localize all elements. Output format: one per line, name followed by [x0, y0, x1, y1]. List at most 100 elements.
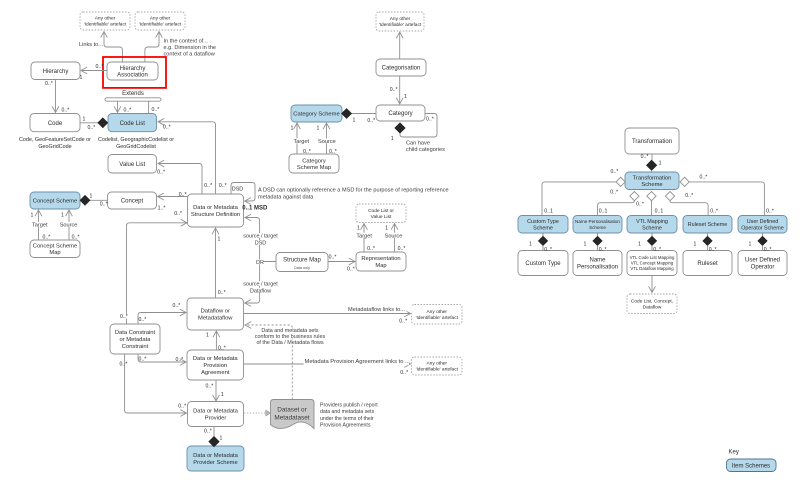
svg-text:0..*: 0..* [204, 183, 212, 189]
svg-text:Links to...: Links to... [79, 42, 103, 48]
svg-text:0..*: 0..* [178, 404, 186, 410]
svg-text:1: 1 [584, 242, 587, 248]
svg-text:Providers publish / report: Providers publish / report [320, 403, 378, 409]
svg-text:source / target: source / target [243, 234, 278, 240]
svg-text:Scheme: Scheme [641, 182, 662, 188]
svg-text:Target: Target [294, 139, 310, 145]
svg-text:0..*: 0..* [204, 429, 212, 435]
svg-text:Concept Scheme: Concept Scheme [33, 244, 77, 250]
svg-text:Structure Definition: Structure Definition [191, 212, 240, 218]
svg-text:Item Schemes: Item Schemes [732, 464, 770, 470]
svg-text:Map: Map [375, 263, 386, 269]
svg-text:1: 1 [220, 436, 223, 442]
svg-text:VTL Code List Mapping: VTL Code List Mapping [630, 255, 675, 260]
svg-text:Metadataset: Metadataset [274, 415, 309, 422]
svg-text:0..*: 0..* [347, 267, 355, 273]
svg-text:Constraint: Constraint [122, 344, 149, 350]
svg-text:Target: Target [32, 223, 48, 229]
svg-text:Value List: Value List [371, 214, 392, 220]
svg-text:1: 1 [31, 213, 34, 219]
svg-text:Ruleset: Ruleset [697, 261, 718, 267]
svg-text:0..*: 0..* [139, 357, 147, 363]
svg-text:Custom Type: Custom Type [525, 261, 561, 267]
svg-text:Data or Metadata: Data or Metadata [193, 453, 239, 459]
svg-text:User Defined: User Defined [745, 258, 780, 264]
svg-text:0..*: 0..* [100, 202, 108, 208]
svg-text:0..*: 0..* [219, 183, 227, 189]
svg-text:1: 1 [83, 117, 86, 123]
svg-text:GeoGridCode: GeoGridCode [38, 144, 71, 150]
svg-text:Scheme Map: Scheme Map [297, 165, 331, 171]
svg-text:Hierarchy: Hierarchy [120, 66, 146, 72]
svg-text:Metadataflow: Metadataflow [198, 316, 233, 322]
svg-text:Name: Name [589, 258, 606, 264]
svg-text:Ruleset Scheme: Ruleset Scheme [688, 222, 728, 228]
svg-text:0..*: 0..* [685, 193, 693, 199]
svg-text:0..*: 0..* [120, 314, 128, 320]
svg-text:Source: Source [385, 233, 403, 239]
svg-text:0..*: 0..* [152, 107, 160, 113]
svg-text:0..*: 0..* [303, 149, 311, 155]
svg-text:Data or Metadata: Data or Metadata [193, 356, 239, 362]
svg-text:Data and metadata sets: Data and metadata sets [261, 328, 319, 334]
svg-text:Any other: Any other [150, 16, 171, 22]
svg-text:VTL Concept Mapping: VTL Concept Mapping [631, 261, 674, 266]
svg-text:0..*: 0..* [96, 64, 104, 70]
svg-text:GeoGridCodelist: GeoGridCodelist [116, 144, 156, 150]
svg-text:VTL Mapping: VTL Mapping [636, 219, 668, 225]
svg-text:Any other: Any other [426, 361, 447, 367]
svg-text:Dataflow: Dataflow [643, 304, 662, 310]
svg-text:Agreement: Agreement [201, 370, 230, 376]
svg-text:Category: Category [388, 111, 412, 117]
svg-text:Concept: Concept [121, 199, 144, 205]
svg-text:DSD: DSD [255, 241, 266, 247]
svg-text:Dataflow: Dataflow [250, 288, 271, 294]
svg-text:Data Constraint: Data Constraint [115, 330, 156, 336]
svg-text:Code List or: Code List or [368, 208, 394, 214]
svg-text:Any other: Any other [390, 16, 411, 22]
svg-text:Code, GeoFeatureSetCode or: Code, GeoFeatureSetCode or [19, 137, 91, 143]
svg-text:1: 1 [317, 126, 320, 132]
svg-text:source / target: source / target [243, 282, 278, 288]
svg-text:Any other: Any other [95, 16, 116, 22]
svg-text:Personalisation: Personalisation [577, 265, 618, 271]
svg-text:Representation: Representation [361, 256, 400, 262]
svg-text:1: 1 [529, 242, 532, 248]
svg-text:context of a dataflow: context of a dataflow [164, 52, 216, 58]
svg-text:of the Data / Metadata flows: of the Data / Metadata flows [256, 340, 323, 346]
svg-text:Source: Source [60, 223, 78, 229]
svg-text:Association: Association [117, 73, 148, 79]
svg-text:0..*: 0..* [72, 235, 80, 241]
svg-text:1: 1 [659, 161, 662, 167]
svg-text:1: 1 [80, 75, 83, 81]
svg-text:0..*: 0..* [398, 246, 406, 252]
svg-text:0..*: 0..* [157, 170, 165, 176]
svg-text:Provider Scheme: Provider Scheme [193, 460, 237, 466]
svg-text:1: 1 [221, 392, 224, 398]
svg-text:A DSD can optionally reference: A DSD can optionally reference a MSD for… [258, 188, 449, 194]
svg-text:Concept Scheme: Concept Scheme [33, 199, 77, 205]
svg-text:0..*: 0..* [611, 169, 619, 175]
svg-text:1: 1 [385, 226, 388, 232]
svg-text:Codelist, GeographicCodelist o: Codelist, GeographicCodelist or [98, 137, 174, 143]
svg-text:1: 1 [206, 332, 209, 338]
svg-text:0..1: 0..1 [655, 209, 664, 215]
svg-text:Code List: Code List [120, 121, 146, 127]
svg-text:Provision: Provision [203, 363, 227, 369]
svg-text:0..1 MSD: 0..1 MSD [242, 206, 268, 212]
svg-text:Source: Source [318, 139, 336, 145]
svg-text:Data or Metadata: Data or Metadata [193, 205, 239, 211]
svg-text:Data only: Data only [294, 266, 310, 270]
svg-text:0..*: 0..* [45, 81, 53, 87]
svg-text:Data or Metadata: Data or Metadata [193, 409, 239, 415]
svg-text:0..*: 0..* [399, 319, 407, 325]
svg-text:1: 1 [638, 242, 641, 248]
svg-text:Extends: Extends [122, 91, 144, 97]
svg-text:0..*: 0..* [218, 346, 226, 352]
svg-text:Structure Map: Structure Map [283, 258, 321, 264]
svg-text:1: 1 [291, 126, 294, 132]
svg-text:1: 1 [391, 136, 394, 142]
svg-text:Metadataflow links to...: Metadataflow links to... [348, 307, 405, 313]
svg-text:Hierarchy: Hierarchy [43, 69, 69, 75]
svg-text:under the terms of their: under the terms of their [320, 416, 374, 422]
